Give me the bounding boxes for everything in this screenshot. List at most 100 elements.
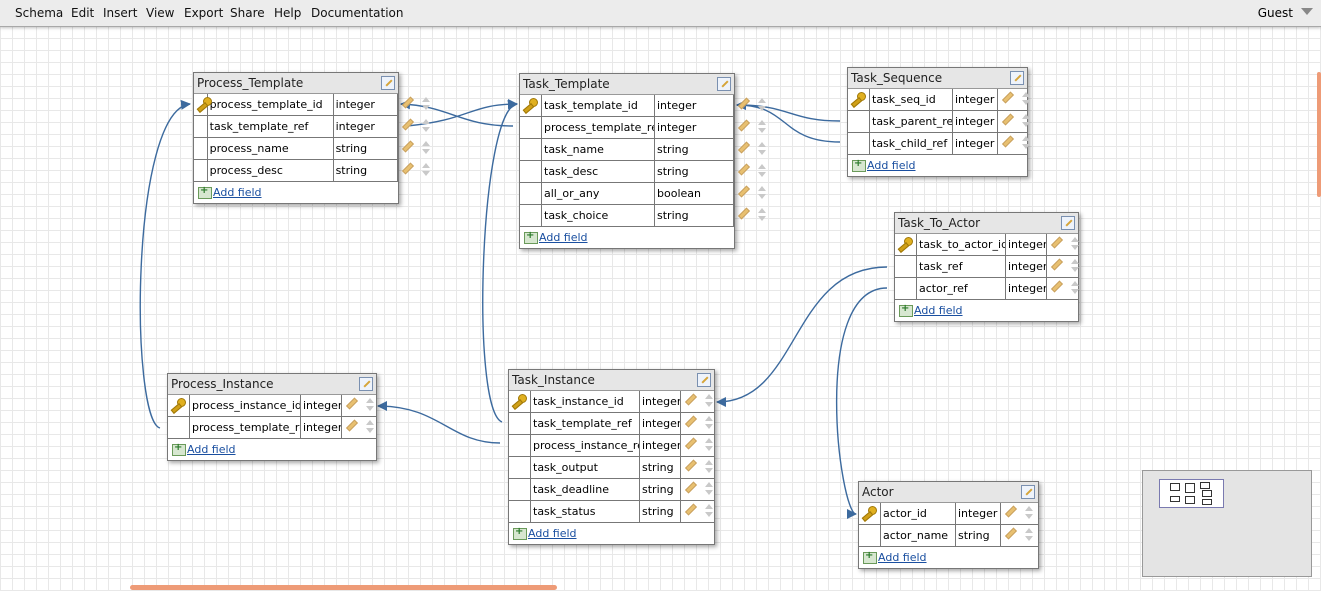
field-name[interactable]: task_template_ref [531, 413, 640, 434]
field-name[interactable]: task_desc [542, 161, 655, 182]
field-type[interactable]: string [956, 525, 1001, 546]
menu-schema[interactable]: Schema [15, 6, 64, 20]
add-field-link[interactable]: Add field [213, 186, 262, 199]
reorder-arrows-icon[interactable] [705, 416, 713, 430]
field-name[interactable]: process_name [208, 138, 334, 159]
menu-export[interactable]: Export [184, 6, 224, 20]
pencil-icon[interactable] [684, 481, 698, 494]
field-type[interactable]: integer [301, 417, 342, 438]
reorder-arrows-icon[interactable] [1071, 237, 1079, 251]
table-header[interactable]: Actor [859, 482, 1038, 503]
horizontal-scrollbar[interactable] [130, 585, 557, 590]
field-name[interactable]: task_template_ref [208, 116, 334, 137]
menu-view[interactable]: View [146, 6, 175, 20]
reorder-arrows-icon[interactable] [1071, 281, 1079, 295]
table-header[interactable]: Task_Template [520, 74, 734, 95]
add-field-icon[interactable] [524, 230, 538, 244]
menu-edit[interactable]: Edit [71, 6, 95, 20]
reorder-arrows-icon[interactable] [1022, 92, 1030, 106]
field-type[interactable]: integer [640, 435, 681, 456]
pencil-icon[interactable] [1050, 258, 1064, 271]
field-type[interactable]: string [334, 138, 399, 159]
field-type[interactable]: string [640, 457, 681, 478]
field-type[interactable]: integer [655, 117, 734, 138]
field-type[interactable]: integer [953, 111, 998, 132]
field-name[interactable]: process_template_ref [542, 117, 655, 138]
chevron-down-icon[interactable] [1301, 8, 1313, 15]
pencil-icon[interactable] [1004, 527, 1018, 540]
add-field-icon[interactable] [899, 303, 913, 317]
field-name[interactable]: actor_name [881, 525, 956, 546]
field-type[interactable]: boolean [655, 183, 734, 204]
menu-help[interactable]: Help [274, 6, 302, 20]
reorder-arrows-icon[interactable] [758, 164, 766, 178]
field-name[interactable]: task_choice [542, 205, 655, 226]
pencil-icon[interactable] [1001, 91, 1015, 104]
field-type[interactable]: integer [334, 116, 399, 137]
reorder-arrows-icon[interactable] [758, 186, 766, 200]
field-type[interactable]: string [640, 501, 681, 522]
field-name[interactable]: process_instance_id [190, 395, 301, 416]
user-menu[interactable]: Guest [1257, 6, 1293, 20]
edit-table-icon[interactable] [1021, 485, 1035, 499]
pencil-icon[interactable] [684, 459, 698, 472]
reorder-arrows-icon[interactable] [705, 460, 713, 474]
table-header[interactable]: Task_Instance [509, 370, 714, 391]
field-name[interactable]: task_template_id [542, 95, 655, 116]
table-header[interactable]: Process_Template [194, 73, 398, 94]
field-name[interactable]: task_to_actor_id [917, 234, 1006, 255]
add-field-link[interactable]: Add field [867, 159, 916, 172]
reorder-arrows-icon[interactable] [758, 98, 766, 112]
edit-table-icon[interactable] [1010, 71, 1024, 85]
reorder-arrows-icon[interactable] [1025, 528, 1033, 542]
field-name[interactable]: task_ref [917, 256, 1006, 277]
reorder-arrows-icon[interactable] [422, 141, 431, 155]
add-field-icon[interactable] [513, 526, 527, 540]
field-name[interactable]: process_template_id [208, 94, 334, 115]
field-name[interactable]: task_seq_id [870, 89, 953, 110]
edit-table-icon[interactable] [1061, 216, 1075, 230]
field-name[interactable]: task_output [531, 457, 640, 478]
reorder-arrows-icon[interactable] [366, 420, 374, 434]
add-field-icon[interactable] [863, 550, 877, 564]
edit-table-icon[interactable] [717, 77, 731, 91]
add-field-icon[interactable] [852, 158, 866, 172]
pencil-icon[interactable] [1050, 280, 1064, 293]
add-field-link[interactable]: Add field [528, 527, 577, 540]
reorder-arrows-icon[interactable] [705, 482, 713, 496]
field-type[interactable]: string [655, 205, 734, 226]
reorder-arrows-icon[interactable] [422, 97, 431, 111]
menu-insert[interactable]: Insert [103, 6, 138, 20]
minimap[interactable] [1142, 470, 1312, 577]
pencil-icon[interactable] [1001, 113, 1015, 126]
field-name[interactable]: all_or_any [542, 183, 655, 204]
field-type[interactable]: string [640, 479, 681, 500]
reorder-arrows-icon[interactable] [705, 504, 713, 518]
field-name[interactable]: process_instance_ref [531, 435, 640, 456]
field-type[interactable]: integer [640, 391, 681, 412]
add-field-link[interactable]: Add field [187, 443, 236, 456]
field-name[interactable]: task_name [542, 139, 655, 160]
reorder-arrows-icon[interactable] [422, 119, 431, 133]
reorder-arrows-icon[interactable] [1022, 114, 1030, 128]
reorder-arrows-icon[interactable] [1071, 259, 1079, 273]
